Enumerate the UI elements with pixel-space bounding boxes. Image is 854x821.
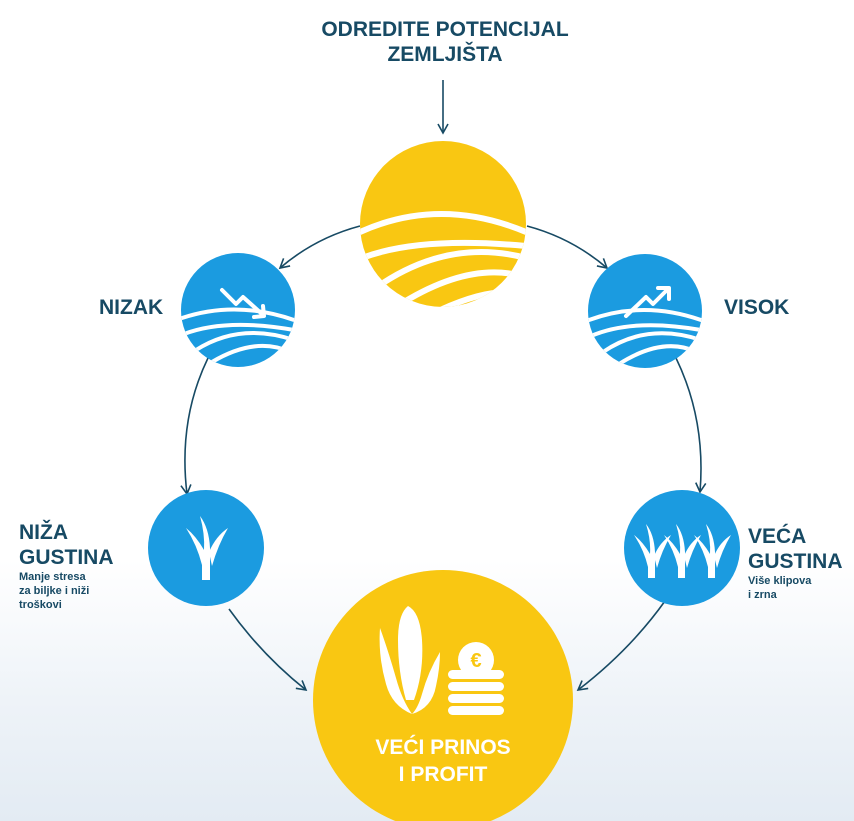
result-line-2: I PROFIT [398, 763, 488, 786]
high-density-desc-1: Više klipova [748, 575, 812, 587]
fields-icon [588, 308, 702, 366]
high-potential-circle [588, 254, 702, 368]
arrow-high-to-high-density [675, 357, 707, 494]
arrow-low-to-low-density [180, 357, 209, 496]
low-density-title-1: NIŽA [19, 521, 68, 544]
high-density-title-2: GUSTINA [748, 550, 843, 573]
diagram-title: ODREDITE POTENCIJAL ZEMLJIŠTA [300, 17, 590, 67]
low-density-circle [148, 490, 264, 606]
soil-potential-circle [360, 141, 526, 307]
low-label: NIZAK [99, 296, 164, 319]
arrow-soil-to-high [526, 225, 609, 270]
high-density-circle [624, 490, 740, 606]
low-density-desc-3: troškovi [19, 599, 62, 611]
result-label: VEĆI PRINOS I PROFIT [343, 734, 543, 788]
single-plant-icon [186, 516, 228, 580]
result-line-1: VEĆI PRINOS [375, 736, 511, 759]
trend-down-icon [220, 288, 266, 319]
result-circle: € [313, 570, 573, 821]
arrow-soil-to-low [278, 225, 361, 270]
high-label: VISOK [724, 296, 790, 319]
low-density-desc-2: za biljke i niži [19, 585, 90, 597]
title-line-2: ZEMLJIŠTA [387, 43, 503, 66]
high-density-title-1: VEĆA [748, 525, 807, 548]
high-density-desc-2: i zrna [748, 589, 777, 601]
high-density-label: VEĆA GUSTINA Više klipova i zrna [748, 524, 852, 602]
low-density-desc-1: Manje stresa [19, 571, 86, 583]
low-potential-circle [181, 253, 295, 367]
trend-up-icon [624, 286, 671, 318]
arrow-low-density-to-result [228, 608, 308, 692]
low-density-label: NIŽA GUSTINA Manje stresa za biljke i ni… [19, 520, 159, 612]
low-density-title-2: GUSTINA [19, 546, 114, 569]
euro-coins-icon [448, 642, 504, 715]
euro-symbol: € [470, 650, 481, 672]
corn-icon [379, 606, 440, 714]
arrows [180, 80, 707, 692]
multiple-plants-icon [634, 524, 731, 578]
arrow-high-density-to-result [576, 600, 666, 692]
title-line-1: ODREDITE POTENCIJAL [321, 18, 569, 41]
